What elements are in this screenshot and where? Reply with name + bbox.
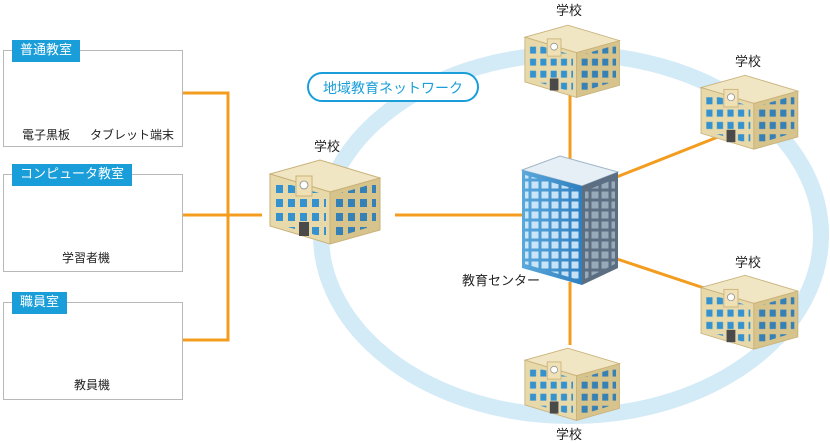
school-label-right-top: 学校 (735, 55, 762, 70)
school-label-main: 学校 (314, 140, 341, 155)
school-label-right-bottom: 学校 (735, 256, 762, 271)
room-panel-computer: コンピュータ教室 学習者機 (3, 164, 183, 272)
link-staff-room (183, 215, 230, 342)
panel-links (183, 91, 262, 342)
room-panel-normal: 普通教室 電子黒板 タブレット端末 (3, 40, 183, 147)
device-label-teacher-pc: 教員機 (74, 378, 111, 392)
device-label-tablet: タブレット端末 (90, 128, 175, 142)
school-label-top: 学校 (556, 4, 583, 19)
room-title: 職員室 (12, 292, 68, 314)
school-building-right-bottom (700, 274, 799, 350)
school-building-right-top (700, 74, 799, 150)
link-center-right-top-school (613, 131, 729, 180)
education-center-building (520, 155, 620, 285)
school-building-main (269, 159, 381, 245)
school-label-bottom: 学校 (556, 428, 583, 443)
link-center-right-bottom-school (613, 256, 711, 292)
room-title: コンピュータ教室 (12, 164, 133, 186)
room-panel-staff: 職員室 教員機 (3, 292, 183, 400)
device-label-whiteboard: 電子黒板 (22, 128, 71, 142)
school-building-bottom (524, 347, 620, 421)
device-label-learner-pc: 学習者機 (62, 251, 111, 265)
network-label: 地域教育ネットワーク (307, 72, 479, 102)
center-label: 教育センター (462, 274, 541, 289)
link-normal-room (183, 91, 230, 215)
school-building-top (524, 24, 620, 98)
room-title: 普通教室 (12, 40, 81, 62)
